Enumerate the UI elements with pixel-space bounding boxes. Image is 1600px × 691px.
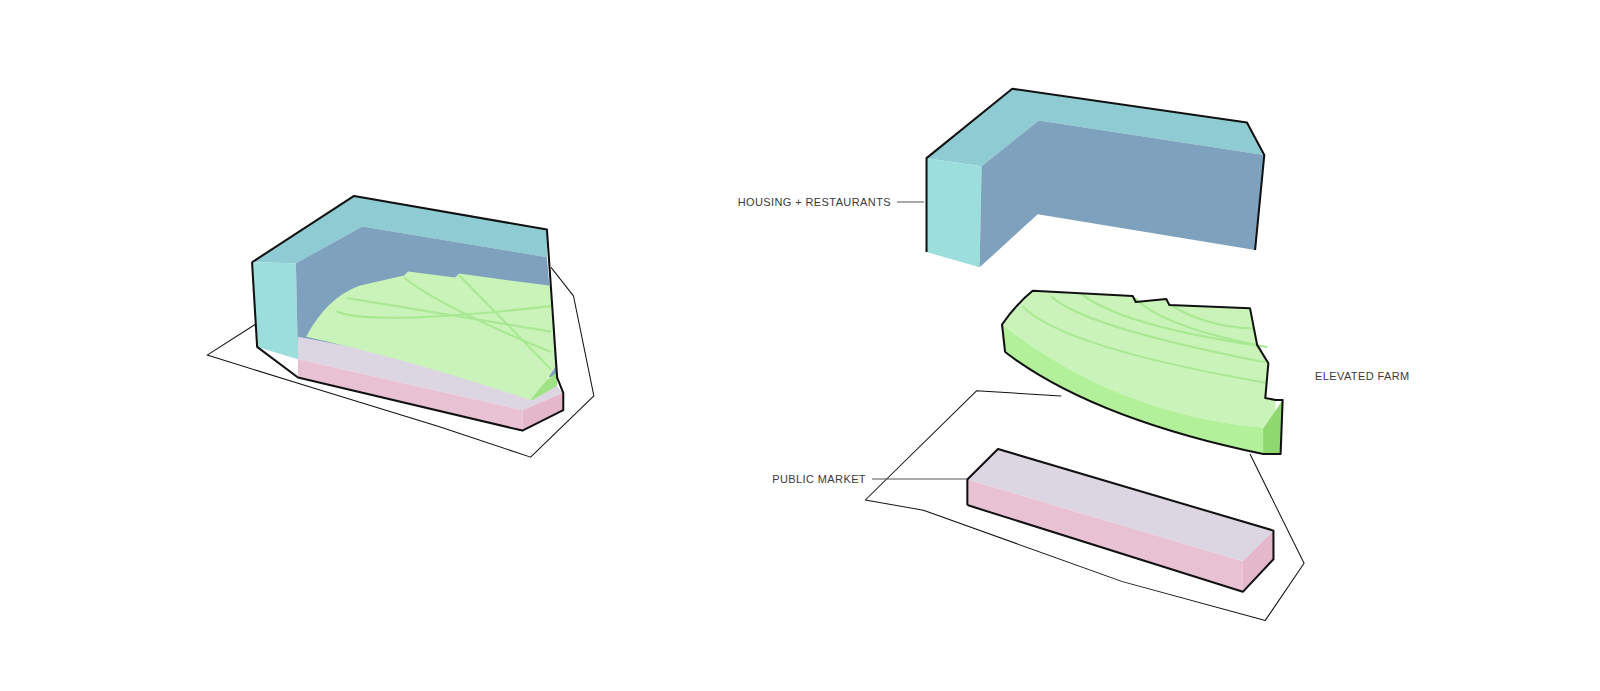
- massing-silhouette: [252, 196, 563, 431]
- housing-end-face: [927, 158, 982, 267]
- housing-inner-wall: [980, 120, 1265, 267]
- farm-side: [1263, 400, 1282, 454]
- market-end: [1243, 531, 1274, 592]
- market-front: [967, 480, 1243, 592]
- farm-side: [531, 372, 558, 400]
- callout-label: HOUSING + RESTAURANTS: [738, 195, 891, 209]
- housing-end-face: [252, 262, 298, 359]
- callout-label: ELEVATED FARM: [1315, 369, 1410, 383]
- leader-line: [872, 479, 967, 480]
- farm-silhouette: [1002, 291, 1283, 454]
- housing-silhouette: [927, 89, 1265, 252]
- callout-label: PUBLIC MARKET: [772, 472, 866, 486]
- illustration-group: [207, 89, 1304, 621]
- farm-top: [306, 271, 555, 400]
- market-silhouette: [967, 449, 1273, 592]
- farm-terrace-lines: [337, 276, 551, 370]
- leader-line: [897, 202, 924, 203]
